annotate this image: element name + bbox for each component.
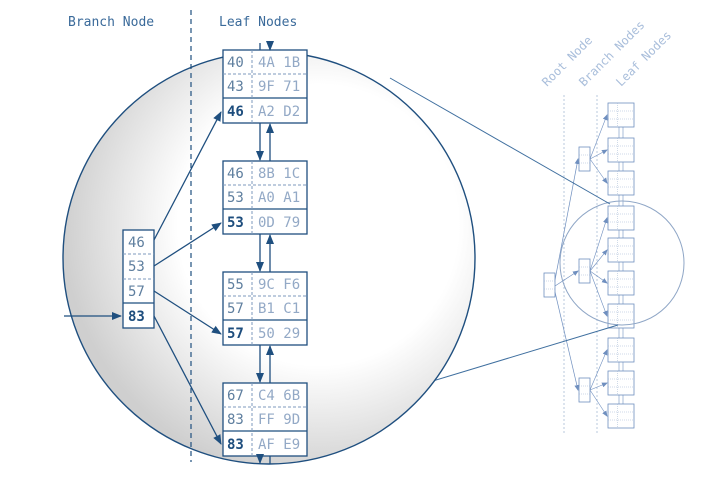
mini-leaf-node <box>607 170 635 196</box>
leaf-key: 67 <box>227 388 244 404</box>
leaf-value: A2 D2 <box>258 104 300 120</box>
leaf-key: 46 <box>227 104 244 120</box>
leaf-node-box <box>222 49 308 124</box>
mini-leaf-node <box>607 137 635 163</box>
mini-branch-node <box>578 146 591 172</box>
branch-pointer-arrow <box>153 315 222 445</box>
mini-branch-pointer <box>589 382 608 391</box>
leaf-value: 9C F6 <box>258 277 300 293</box>
leaf-key: 55 <box>227 277 244 293</box>
leaf-node-box <box>222 271 308 346</box>
leaf-key: 53 <box>227 190 244 206</box>
mini-branch-pointer <box>589 389 608 417</box>
leaf-key: 53 <box>227 215 244 231</box>
mini-root-node <box>543 272 556 298</box>
leaf-key: 40 <box>227 55 244 71</box>
mini-leaf-node <box>607 270 635 296</box>
branch-key: 57 <box>128 284 145 300</box>
mini-root-pointer <box>554 270 579 287</box>
leaf-key: 57 <box>227 301 244 317</box>
mini-leaf-node <box>607 102 635 128</box>
leaf-key: 83 <box>227 412 244 428</box>
leaf-node-box <box>222 160 308 235</box>
leaf-node-box <box>222 382 308 457</box>
leaf-node: 55 57 57 9C F6 B1 C1 50 29 <box>222 271 308 346</box>
mini-branch-pointer <box>589 270 608 317</box>
branch-node-header: Branch Node <box>68 15 154 30</box>
overview-branch-nodes-label: Branch Nodes <box>576 18 647 89</box>
branch-pointer-arrow <box>153 111 222 241</box>
leaf-key: 57 <box>227 326 244 342</box>
leaf-value: C4 6B <box>258 388 300 404</box>
mini-branch-pointer <box>589 249 608 272</box>
leaf-value: 50 29 <box>258 326 300 342</box>
leaf-key: 43 <box>227 79 244 95</box>
mini-branch-pointer <box>589 158 608 184</box>
mini-branch-node <box>578 258 591 284</box>
leaf-value: 8B 1C <box>258 166 300 182</box>
branch-key: 46 <box>128 235 145 251</box>
leaf-key: 83 <box>227 437 244 453</box>
branch-pointer-arrow <box>153 222 222 267</box>
leaf-node: 46 53 53 8B 1C A0 A1 0D 79 <box>222 160 308 235</box>
mini-branch-node <box>578 377 591 403</box>
branch-key: 83 <box>128 309 145 325</box>
mini-branch-pointer <box>589 217 608 272</box>
leaf-node: 40 43 46 4A 1B 9F 71 A2 D2 <box>222 49 308 124</box>
overview-tree: Root Node Branch Nodes Leaf Nodes <box>539 18 685 435</box>
zoom-connector-top <box>389 77 611 205</box>
overview-zoom-circle <box>559 200 685 326</box>
branch-key: 53 <box>128 259 145 275</box>
mini-branch-pointer <box>589 149 608 160</box>
leaf-value: FF 9D <box>258 412 300 428</box>
mini-leaf-node <box>607 370 635 396</box>
leaf-node: 67 83 83 C4 6B FF 9D AF E9 <box>222 382 308 457</box>
mini-leaf-node <box>607 237 635 263</box>
mini-leaf-node <box>607 337 635 363</box>
leaf-value: A0 A1 <box>258 190 300 206</box>
branch-pointer-arrow <box>153 290 222 335</box>
mini-branch-pointer <box>589 270 608 284</box>
leaf-value: 9F 71 <box>258 79 300 95</box>
mini-leaf-node <box>607 403 635 429</box>
leaf-value: AF E9 <box>258 437 300 453</box>
leaf-value: B1 C1 <box>258 301 300 317</box>
branch-node: 46 53 57 83 <box>122 229 155 329</box>
leaf-nodes-header: Leaf Nodes <box>219 15 297 30</box>
mini-leaf-node <box>607 205 635 231</box>
zoom-connector-bottom <box>402 324 619 391</box>
mini-branch-pointer <box>589 114 608 160</box>
leaf-value: 0D 79 <box>258 215 300 231</box>
leaf-key: 46 <box>227 166 244 182</box>
leaf-value: 4A 1B <box>258 55 300 71</box>
mini-root-pointer <box>554 158 580 281</box>
mini-branch-pointer <box>589 349 608 391</box>
